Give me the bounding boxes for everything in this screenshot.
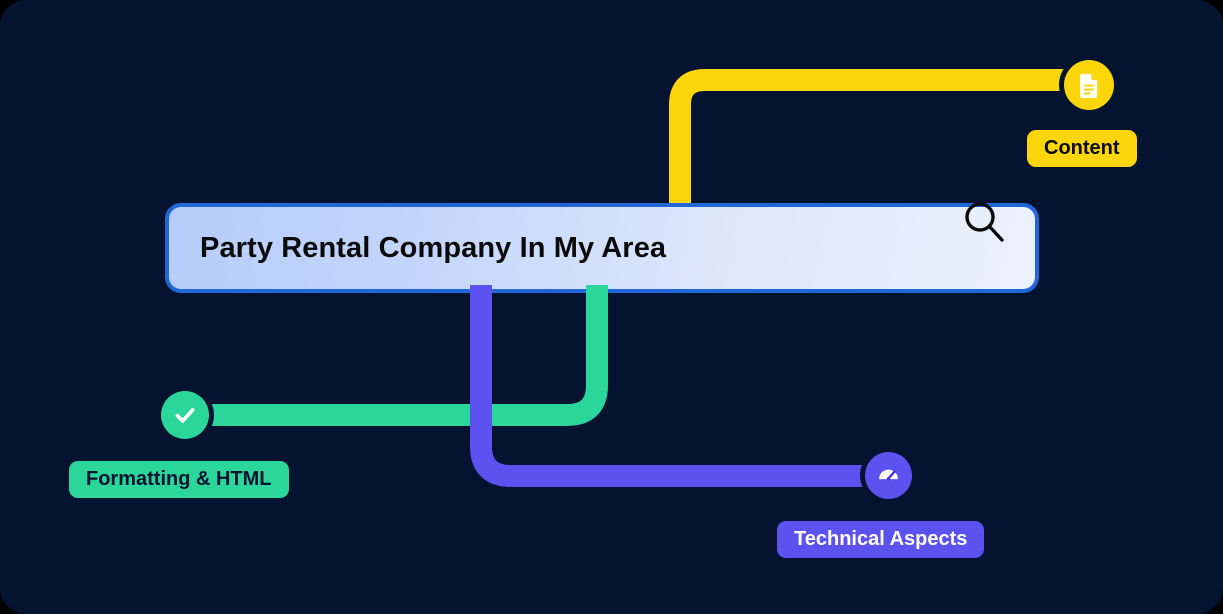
- search-icon[interactable]: [961, 200, 1007, 246]
- label-technical-text: Technical Aspects: [794, 528, 968, 550]
- label-formatting[interactable]: Formatting & HTML: [69, 461, 289, 498]
- search-bar[interactable]: Party Rental Company In My Area: [165, 203, 1039, 293]
- check-icon: [175, 408, 195, 423]
- label-formatting-text: Formatting & HTML: [86, 468, 272, 490]
- label-content[interactable]: Content: [1027, 130, 1137, 167]
- node-content-icon[interactable]: [1064, 60, 1114, 110]
- label-content-text: Content: [1044, 137, 1120, 159]
- node-technical-icon[interactable]: [865, 452, 912, 499]
- connector-technical: [470, 285, 880, 487]
- gauge-icon: [879, 469, 898, 481]
- search-input-value[interactable]: Party Rental Company In My Area: [200, 231, 667, 264]
- node-formatting-icon[interactable]: [161, 391, 209, 439]
- connector-formatting: [205, 285, 608, 426]
- label-technical[interactable]: Technical Aspects: [777, 521, 985, 558]
- document-icon: [1080, 73, 1098, 98]
